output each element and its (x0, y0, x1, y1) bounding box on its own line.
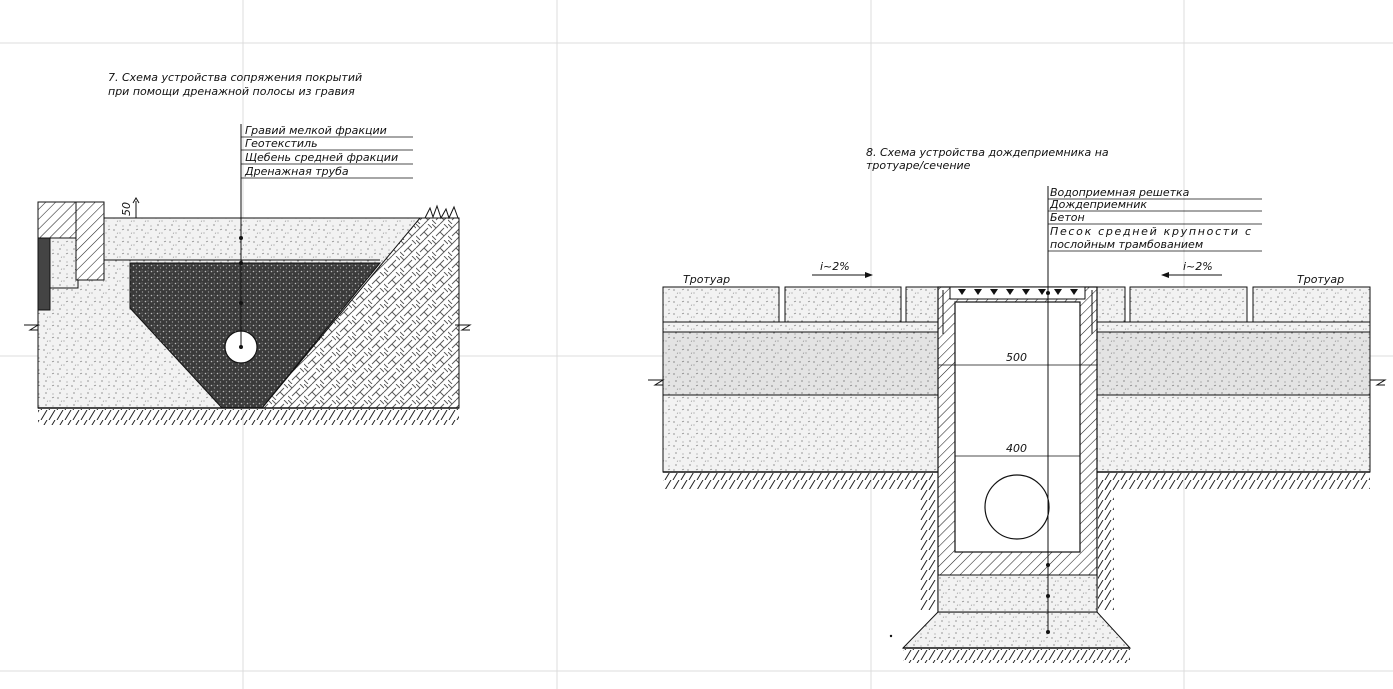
ground-hatch-8-left (663, 473, 933, 489)
paving-stones (662, 286, 1371, 323)
break-mark-icon (455, 324, 472, 331)
leader-label-grate: Водоприемная решетка (1050, 186, 1190, 199)
leader-label-catch-basin: Дождеприемник (1049, 198, 1147, 211)
well-concrete-base (937, 574, 1098, 613)
sidewalk-label-left: Тротуар (683, 273, 730, 286)
curb-dark (37, 237, 51, 311)
ground-hatch-7 (38, 409, 459, 425)
leader-label-geotextile: Геотекстиль (245, 137, 318, 150)
arrow-up-icon (132, 197, 140, 204)
break-mark-icon (24, 324, 40, 331)
leader-label-sand-2: послойным трамбованием (1050, 238, 1203, 251)
pit-wall-left-hatch (920, 480, 936, 610)
diagram-7: 7. Схема устройства сопряжения покрытий … (24, 71, 472, 425)
arrow-right-icon (865, 272, 873, 278)
leader-dot (1046, 630, 1050, 634)
leader-label-sand-1: Песок средней крупности с (1050, 225, 1251, 238)
diagram-8: 8. Схема устройства дождеприемника на тр… (648, 146, 1387, 663)
dim-50-label: 50 (120, 202, 133, 216)
break-mark-icon (648, 379, 665, 386)
leader-label-crushed-stone: Щебень средней фракции (245, 151, 398, 164)
leader-dot (239, 345, 243, 349)
ground-hatch-8-right (1102, 473, 1370, 489)
outlet-pipe (984, 474, 1050, 540)
curb-stone (75, 201, 105, 281)
leader-dot (239, 301, 243, 305)
leader-dot (239, 236, 243, 240)
diagram8-title-line1: 8. Схема устройства дождеприемника на (866, 146, 1109, 159)
leader-dot (1046, 563, 1050, 567)
leader-label-drain-pipe: Дренажная труба (244, 165, 349, 178)
sand-bed (901, 611, 1132, 649)
pit-wall-right-hatch (1098, 480, 1114, 610)
dim-400-label: 400 (1006, 442, 1027, 455)
diagram7-title-line1: 7. Схема устройства сопряжения покрытий (108, 71, 362, 84)
slope-label-left: i~2% (820, 260, 850, 273)
grass-icon (424, 204, 459, 220)
curb-mortar (49, 237, 79, 289)
water-grate[interactable] (949, 286, 1086, 300)
leader-label-gravel: Гравий мелкой фракции (245, 124, 387, 137)
leader-dot (239, 261, 243, 265)
grate-bars (958, 289, 1078, 295)
leader-label-concrete: Бетон (1050, 211, 1085, 224)
diagram8-title-line2: тротуаре/сечение (866, 159, 971, 172)
break-mark-icon (1370, 379, 1387, 386)
leader-dot (1046, 594, 1050, 598)
mark-dot (889, 634, 893, 638)
diagram7-title-line2: при помощи дренажной полосы из гравия (108, 85, 355, 98)
sidewalk-label-right: Тротуар (1297, 273, 1344, 286)
dim-500-label: 500 (1006, 351, 1027, 364)
slope-label-right: i~2% (1183, 260, 1213, 273)
arrow-left-icon (1161, 272, 1169, 278)
leader-dot (1046, 291, 1050, 295)
ground-hatch-8-bottom (903, 649, 1130, 663)
